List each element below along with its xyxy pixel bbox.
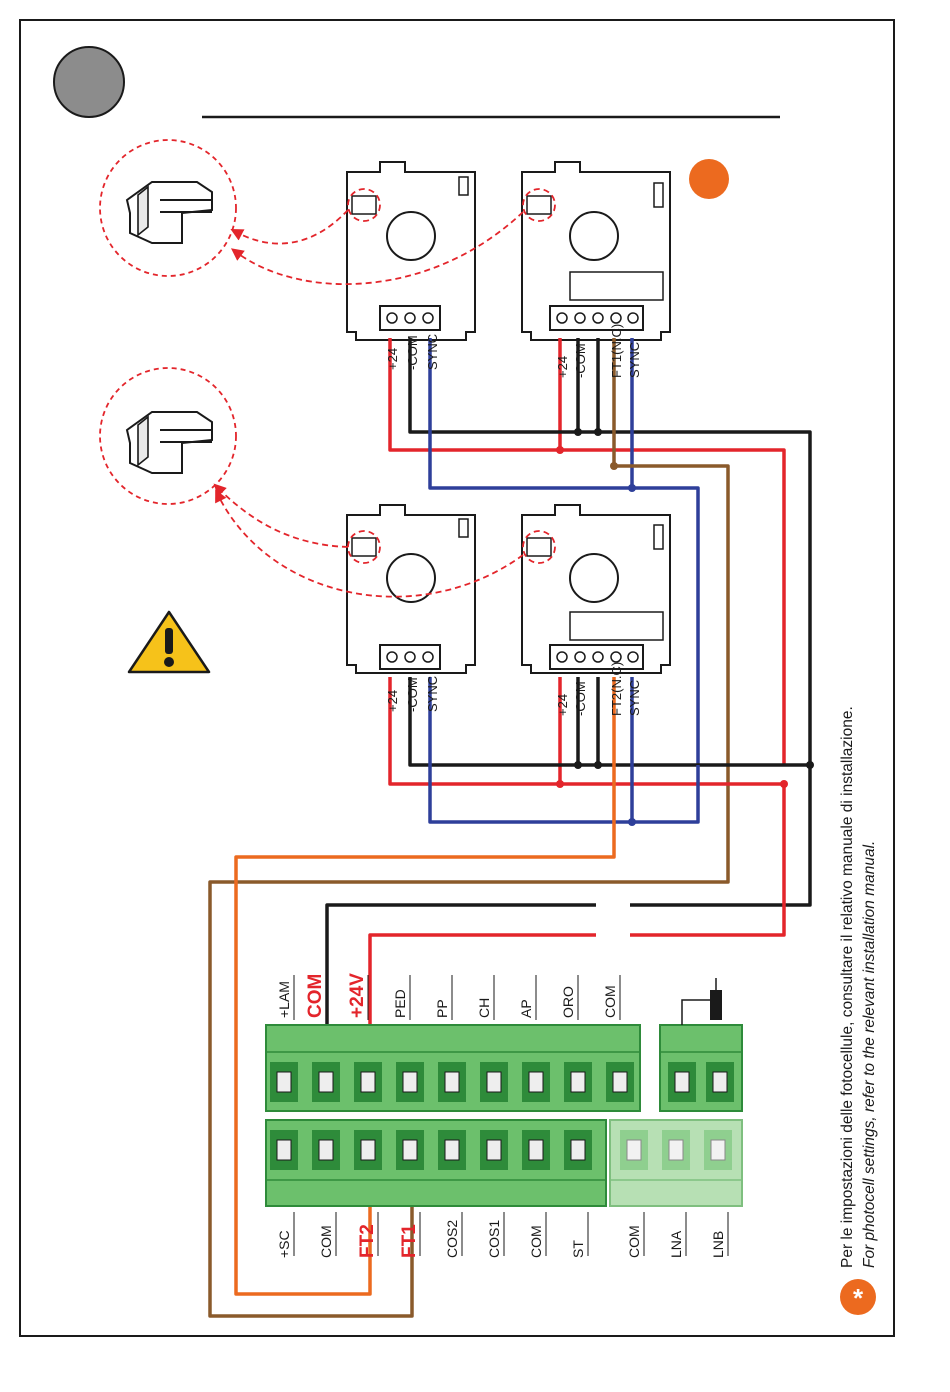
note-asterisk-circle xyxy=(840,1279,876,1315)
terminal-top-label: +LAM xyxy=(276,981,292,1018)
note-text-it: Per le impostazioni delle fotocellule, c… xyxy=(839,706,856,1268)
terminal-bottom-label: FT2 xyxy=(357,1224,378,1258)
terminal-top-label: ORO xyxy=(560,986,576,1018)
terminal-top-label: PED xyxy=(392,989,408,1018)
terminal-top-label: CH xyxy=(476,998,492,1018)
orange-marker-circle xyxy=(689,159,729,199)
wiring xyxy=(208,338,812,1318)
photocell-tx-top-label: -COM xyxy=(573,343,588,378)
photocell-rx-bottom-label: +24 xyxy=(385,690,400,712)
photocell-rx-top xyxy=(346,161,476,341)
terminal-bottom-label: COM xyxy=(528,1225,544,1258)
step-circle xyxy=(53,46,125,118)
photocell-rx-top-label: -COM xyxy=(405,335,420,370)
terminal-bottom-label: FT1 xyxy=(399,1224,420,1258)
photocell-rx-bottom-label: -COM xyxy=(405,677,420,712)
photocell-rx-bottom-label: SYNC xyxy=(425,676,440,712)
photocell-tx-top-label: SYNC xyxy=(627,342,642,378)
terminal-bottom-label: LNA xyxy=(668,1230,684,1258)
jumper-detail-bottom xyxy=(99,367,237,505)
warning-icon xyxy=(127,610,211,674)
photocell-tx-bottom-label: +24 xyxy=(555,694,570,716)
jumper-pointer-arrows xyxy=(213,188,556,598)
terminal-block-relay xyxy=(659,978,743,1112)
page-frame xyxy=(19,19,895,1337)
terminal-top-label: AP xyxy=(518,999,534,1018)
terminal-block-bottom-light xyxy=(609,1119,743,1207)
jumper-detail-top xyxy=(99,139,237,277)
photocell-rx-top-label: SYNC xyxy=(425,334,440,370)
terminal-top-label: PP xyxy=(434,999,450,1018)
terminal-bottom-label: COM xyxy=(626,1225,642,1258)
terminal-bottom-label: ST xyxy=(570,1240,586,1258)
terminal-bottom-label: +SC xyxy=(276,1230,292,1258)
terminal-block-bottom xyxy=(265,1119,607,1207)
photocell-tx-bottom-label: SYNC xyxy=(627,680,642,716)
junction-dots xyxy=(556,428,814,826)
photocell-tx-bottom xyxy=(521,504,671,674)
photocell-rx-bottom xyxy=(346,504,476,674)
photocell-rx-top-label: +24 xyxy=(385,348,400,370)
photocell-tx-top-label: +24 xyxy=(555,356,570,378)
note-text-en: For photocell settings, refer to the rel… xyxy=(861,841,878,1268)
terminal-bottom-label: LNB xyxy=(710,1231,726,1258)
terminal-top-label: COM xyxy=(305,974,326,1018)
terminal-bottom-label: COS1 xyxy=(486,1220,502,1258)
terminal-top-label: COM xyxy=(602,985,618,1018)
terminal-bottom-label: COS2 xyxy=(444,1220,460,1258)
photocell-tx-top xyxy=(521,161,671,341)
photocell-tx-bottom-label: -COM xyxy=(573,681,588,716)
note-asterisk: * xyxy=(853,1283,864,1313)
terminal-block-top xyxy=(265,1024,641,1112)
photocell-tx-top-label: FT1(N.C) xyxy=(609,324,624,378)
photocell-tx-bottom-label: FT2(N.C) xyxy=(609,662,624,716)
terminal-top-label: +24V xyxy=(347,973,368,1018)
terminal-bottom-label: COM xyxy=(318,1225,334,1258)
